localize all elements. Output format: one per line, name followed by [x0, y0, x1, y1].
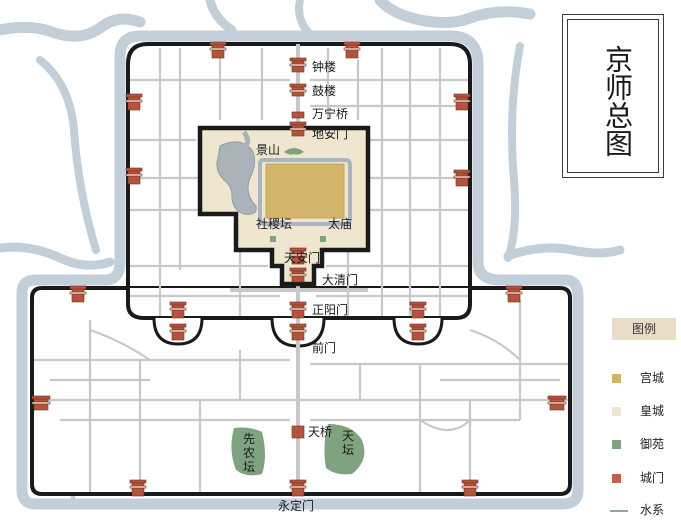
label-tiananmen: 天安门 — [284, 250, 320, 265]
gate-chongwenmen — [409, 301, 427, 319]
label-daqingmen: 大清门 — [322, 272, 358, 287]
gate-tiananmen — [289, 247, 307, 265]
tiantan-altar — [324, 424, 365, 475]
sheji-altar-mark — [270, 236, 276, 242]
streets — [34, 48, 568, 492]
legend-label-garden: 御苑 — [640, 437, 665, 451]
gate-xuanwu-barbican — [169, 323, 187, 341]
jingshan-hill — [284, 148, 304, 155]
legend-line-water — [610, 510, 628, 512]
label-jingshan: 景山 — [256, 143, 280, 157]
river-north — [205, 0, 237, 35]
gate-drum-tower — [289, 83, 307, 97]
river-west-tributary — [36, 56, 100, 254]
river-northwest — [0, 13, 146, 42]
river-west — [0, 242, 115, 270]
legend-swatch-garden — [612, 440, 621, 449]
gate-outer-se — [461, 479, 479, 497]
gate-outer-nw — [69, 285, 87, 303]
gate-north-east — [343, 41, 361, 59]
gate-bell-tower — [289, 57, 307, 73]
gate-zhengyangmen — [289, 301, 307, 319]
river-east — [503, 243, 625, 261]
label-tiantan: 天坛 — [342, 429, 354, 457]
river-north-2 — [295, 0, 312, 36]
gate-daqingmen — [289, 267, 307, 283]
legend-title: 图例 — [612, 318, 676, 340]
gate-yongdingmen — [289, 479, 307, 497]
gate-west-2 — [125, 167, 143, 185]
gate-chongwen-barbican — [409, 323, 427, 341]
taimiao-mark — [320, 236, 326, 242]
moat-inner-city — [16, 30, 584, 510]
gate-wanning-bridge — [291, 111, 305, 119]
taiye-lake — [216, 141, 257, 215]
legend-label-water: 水系 — [640, 503, 665, 517]
legend: 图例 宫城 皇城 御苑 城门 水系 — [594, 318, 680, 525]
label-yongdingmen: 永定门 — [278, 498, 314, 513]
label-sheji-altar: 社稷坛 — [256, 216, 292, 231]
label-taimiao: 太庙 — [328, 216, 352, 231]
label-wanning-bridge: 万宁桥 — [312, 106, 348, 121]
river-northeast — [374, 0, 536, 29]
label-xiannong-altar: 先农坛 — [243, 432, 255, 474]
legend-label-gate: 城门 — [640, 471, 665, 485]
gate-dianmen — [289, 121, 307, 137]
gate-outer-ne — [505, 285, 523, 303]
label-tianqiao: 天桥 — [308, 425, 332, 439]
legend-swatch-gate — [612, 474, 621, 483]
gate-north-west — [209, 41, 227, 59]
map-labels: 钟楼 鼓楼 万宁桥 地安门 景山 社稷坛 太庙 天安门 大清门 正阳门 前门 天… — [243, 59, 358, 513]
river-east-tributary — [504, 42, 524, 262]
title-cartouche: 京师总图 — [562, 14, 664, 178]
city-gates — [31, 41, 567, 497]
gate-tianqiao — [291, 425, 305, 439]
gate-xuanwumen — [169, 301, 187, 319]
label-drum-tower: 鼓楼 — [312, 83, 336, 98]
taiye-lake-inlet — [241, 130, 251, 148]
gate-east-2 — [453, 169, 471, 187]
label-dianmen: 地安门 — [312, 126, 348, 141]
legend-label-imperial-city: 皇城 — [640, 404, 665, 418]
legend-label-palace: 宫城 — [640, 371, 665, 385]
legend-swatch-imperial-city — [612, 407, 621, 416]
map-title: 京师总图 — [601, 45, 634, 157]
gate-qianmen — [289, 323, 307, 341]
palace-moat — [258, 158, 352, 226]
xiannong-altar — [231, 427, 265, 476]
label-qianmen: 前门 — [312, 340, 336, 355]
label-zhengyangmen: 正阳门 — [312, 302, 348, 317]
gate-west-1 — [125, 93, 143, 111]
gate-outer-west — [31, 395, 51, 411]
gate-outer-east — [547, 395, 567, 411]
gate-outer-sw — [129, 479, 147, 497]
palace-city — [265, 163, 345, 219]
gate-east-1 — [453, 93, 471, 111]
legend-swatch-palace — [612, 374, 621, 383]
label-bell-tower: 钟楼 — [312, 59, 336, 74]
